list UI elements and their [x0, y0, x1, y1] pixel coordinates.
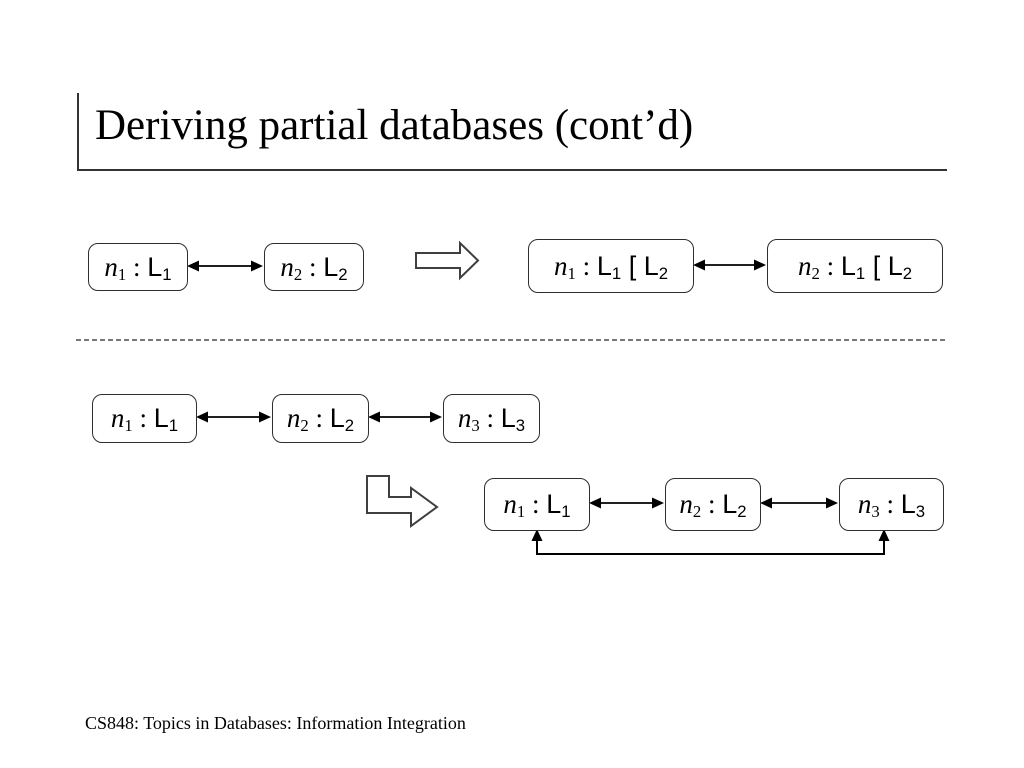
node-chain-n1-L1: n1 : L1 [92, 394, 197, 443]
bidirectional-arrow-chain4 [760, 497, 838, 509]
node-n1-L1-union-L2: n1 : L1 [ L2 [528, 239, 694, 293]
bidirectional-arrow-pair-before [187, 260, 263, 272]
bidirectional-arrow-pair-after [693, 259, 766, 271]
right-block-arrow-icon [415, 240, 480, 281]
node-chain-n3-L3: n3 : L3 [443, 394, 540, 443]
bidirectional-arrow-chain2 [368, 411, 442, 423]
node-loop-n3-L3: n3 : L3 [839, 478, 944, 531]
node-loop-n2-L2: n2 : L2 [665, 478, 761, 531]
loop-connector-arrow [531, 529, 890, 555]
node-label: n2 : L2 [280, 251, 348, 284]
node-label: n1 : L1 [503, 489, 571, 522]
node-label: n2 : L1 [ L2 [797, 250, 913, 283]
node-label: n2 : L2 [286, 403, 355, 436]
node-chain-n2-L2: n2 : L2 [272, 394, 369, 443]
node-label: n1 : L1 [110, 403, 179, 436]
node-n1-L1: n1 : L1 [88, 243, 188, 291]
node-label: n3 : L3 [457, 403, 526, 436]
node-loop-n1-L1: n1 : L1 [484, 478, 590, 531]
title-accent-lines [77, 93, 947, 171]
slide-title: Deriving partial databases (cont’d) [95, 102, 694, 149]
node-n2-L2: n2 : L2 [264, 243, 364, 291]
bidirectional-arrow-chain1 [196, 411, 271, 423]
slide-footer: CS848: Topics in Databases: Information … [85, 713, 466, 733]
node-label: n1 : L1 [104, 251, 172, 284]
node-label: n2 : L2 [679, 489, 747, 522]
node-n2-L1-union-L2: n2 : L1 [ L2 [767, 239, 943, 293]
bent-right-block-arrow-icon [366, 475, 439, 528]
node-label: n3 : L3 [857, 489, 926, 522]
node-label: n1 : L1 [ L2 [553, 250, 669, 283]
bidirectional-arrow-chain3 [589, 497, 664, 509]
